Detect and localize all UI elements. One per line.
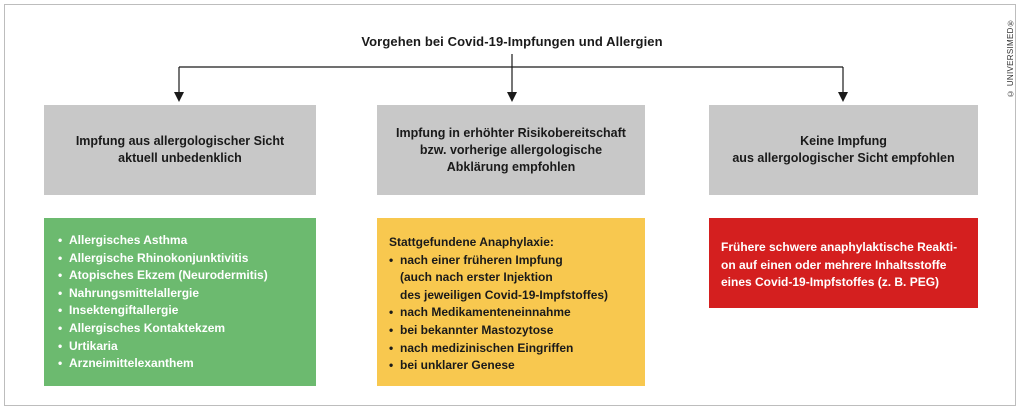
list-item: Allergisches Asthma — [58, 232, 316, 250]
arrowhead-right-icon — [838, 92, 848, 102]
list-item: Atopisches Ekzem (Neurodermitis) — [58, 267, 316, 285]
list-item: Insektengiftallergie — [58, 302, 316, 320]
list-item: nach einer früheren Impfung (auch nach e… — [389, 252, 645, 305]
header-box-unbedenklich: Impfung aus allergologischer Sicht aktue… — [44, 105, 316, 195]
condition-list: Allergisches Asthma Allergische Rhinokon… — [58, 232, 316, 373]
list-item: Allergische Rhinokonjunktivitis — [58, 250, 316, 268]
list-item: bei unklarer Genese — [389, 357, 645, 375]
green-box-conditions: Allergisches Asthma Allergische Rhinokon… — [44, 218, 316, 386]
arrowhead-center-icon — [507, 92, 517, 102]
header-text: Impfung in erhöhter Risikobereitschaft b… — [396, 125, 626, 174]
header-text: Impfung aus allergologischer Sicht aktue… — [75, 134, 285, 165]
list-item: Arzneimittelexanthem — [58, 355, 316, 373]
anaphylaxie-list: nach einer früheren Impfung (auch nach e… — [389, 252, 645, 375]
red-box-contraindication: Frühere schwere anaphylaktische Reakti- … — [709, 218, 978, 308]
list-item: nach Medikamenteneinnahme — [389, 304, 645, 322]
list-item: Allergisches Kontaktekzem — [58, 320, 316, 338]
header-text: Keine Impfung aus allergologischer Sicht… — [732, 134, 955, 165]
list-item: nach medizinischen Eingriffen — [389, 340, 645, 358]
list-item: Urtikaria — [58, 338, 316, 356]
anaphylaxie-intro: Stattgefundene Anaphylaxie: — [389, 235, 554, 249]
yellow-box-anaphylaxie: Stattgefundene Anaphylaxie: nach einer f… — [377, 218, 645, 386]
list-item: Nahrungsmittelallergie — [58, 285, 316, 303]
diagram-frame — [4, 4, 1016, 406]
arrowhead-left-icon — [174, 92, 184, 102]
header-box-keine-impfung: Keine Impfung aus allergologischer Sicht… — [709, 105, 978, 195]
contraindication-text: Frühere schwere anaphylaktische Reakti- … — [721, 240, 958, 290]
diagram-title: Vorgehen bei Covid-19-Impfungen und Alle… — [361, 34, 663, 49]
copyright-notice: © UNIVERSIMED® — [1006, 18, 1015, 98]
header-box-risikobereitschaft: Impfung in erhöhter Risikobereitschaft b… — [377, 105, 645, 195]
list-item: bei bekannter Mastozytose — [389, 322, 645, 340]
